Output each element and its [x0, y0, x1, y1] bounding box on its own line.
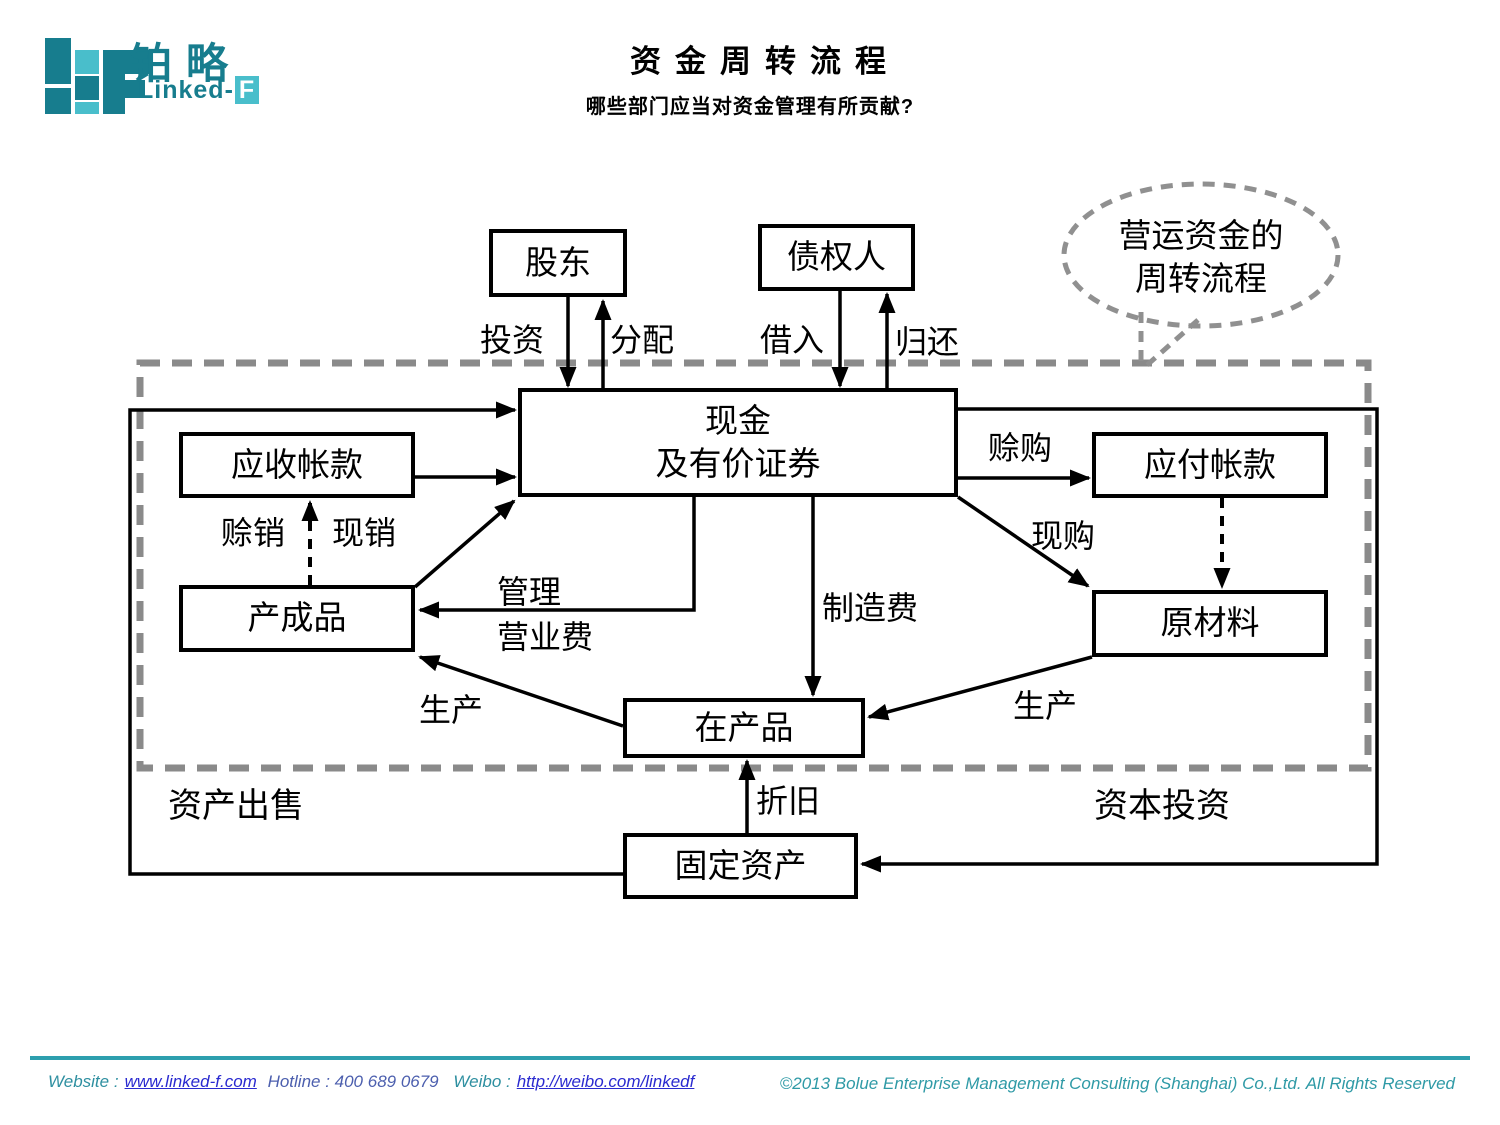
node-label: 应收帐款	[231, 445, 363, 483]
edge-label-production-right: 生产	[1013, 688, 1078, 724]
admin-expense-line1: 管理	[497, 574, 562, 610]
node-label: 应付帐款	[1144, 445, 1276, 483]
node-label: 股东	[525, 243, 591, 281]
edge-label-borrow: 借入	[760, 322, 825, 358]
logo-tile	[45, 88, 71, 114]
node-creditors: 债权人	[758, 224, 915, 291]
node-fixed-assets: 固定资产	[623, 833, 858, 899]
website-link[interactable]: www.linked-f.com	[124, 1072, 257, 1091]
node-raw-materials: 原材料	[1092, 590, 1328, 657]
edge-label-invest: 投资	[480, 322, 545, 358]
edge-label-repay: 归还	[895, 324, 960, 360]
arrow-capital-investment-loop	[860, 407, 1379, 873]
logo-english-name: Linked-F	[138, 76, 260, 105]
arrow-production-left	[418, 655, 624, 728]
edge-label-distribute: 分配	[610, 322, 675, 358]
node-accounts-payable: 应付帐款	[1092, 432, 1328, 498]
node-label: 产成品	[247, 599, 347, 637]
edge-label-asset-sale: 资产出售	[168, 787, 304, 825]
node-cash-and-securities: 现金 及有价证券	[518, 388, 958, 497]
node-accounts-receivable: 应收帐款	[179, 432, 415, 498]
speech-bubble-tail	[1144, 318, 1200, 368]
node-label: 在产品	[694, 708, 794, 746]
cash-label-line1: 现金	[705, 401, 771, 439]
page-title: 资金周转流程	[630, 44, 900, 80]
edge-label-credit-purchase: 赊购	[988, 430, 1053, 466]
footer-copyright: ©2013 Bolue Enterprise Management Consul…	[779, 1074, 1455, 1093]
logo-tile	[75, 50, 99, 74]
logo-tile	[75, 102, 99, 114]
speech-bubble-text: 营运资金的 周转流程	[1065, 215, 1337, 301]
weibo-link[interactable]: http://weibo.com/linkedf	[516, 1072, 695, 1091]
node-label: 原材料	[1160, 604, 1260, 642]
node-label: 固定资产	[674, 846, 807, 884]
edge-label-cash-purchase: 现购	[1031, 518, 1096, 554]
footer-divider	[30, 1056, 1470, 1060]
logo-chinese-name: 铂略	[130, 40, 243, 87]
edge-label-manufacturing-cost: 制造费	[822, 590, 919, 626]
logo-tile	[75, 76, 99, 100]
edge-label-admin-expense: 管理 营业费	[497, 570, 593, 660]
arrow-production-right	[867, 655, 1093, 721]
page-subtitle: 哪些部门应当对资金管理有所贡献?	[585, 96, 915, 118]
edge-label-capital-investment: 资本投资	[1094, 787, 1230, 825]
node-work-in-progress: 在产品	[623, 698, 865, 758]
arrow-cash-purchase	[957, 495, 1090, 588]
edge-label-depreciation: 折旧	[756, 783, 821, 819]
admin-expense-line2: 营业费	[497, 618, 594, 655]
logo-f-badge: F	[234, 76, 260, 104]
footer-contact: Website : www.linked-f.com Hotline : 400 …	[48, 1072, 700, 1092]
edge-label-cash-sale: 现销	[332, 515, 397, 551]
node-label: 现金 及有价证券	[656, 400, 821, 486]
bubble-line2: 周转流程	[1135, 259, 1267, 297]
weibo-label: Weibo :	[453, 1072, 511, 1091]
logo-en-prefix: Linked-	[138, 76, 234, 104]
node-shareholders: 股东	[489, 229, 627, 297]
edge-label-production-left: 生产	[419, 692, 484, 728]
cash-label-line2: 及有价证券	[655, 444, 821, 482]
node-finished-goods: 产成品	[179, 585, 415, 652]
node-label: 债权人	[787, 238, 886, 276]
speech-bubble-ellipse	[1061, 181, 1341, 329]
logo-tile	[45, 38, 71, 84]
arrow-cash-sale	[413, 499, 516, 589]
arrow-admin-expense	[418, 497, 696, 619]
website-label: Website :	[48, 1072, 119, 1091]
edge-label-credit-sale: 赊销	[221, 515, 286, 551]
logo-tile	[103, 80, 145, 98]
bubble-line1: 营运资金的	[1118, 217, 1284, 254]
hotline-text: Hotline : 400 689 0679	[267, 1072, 439, 1091]
linkedf-logo-icon	[45, 36, 155, 114]
logo-tile	[103, 50, 153, 74]
arrow-asset-sale-loop	[128, 401, 623, 876]
